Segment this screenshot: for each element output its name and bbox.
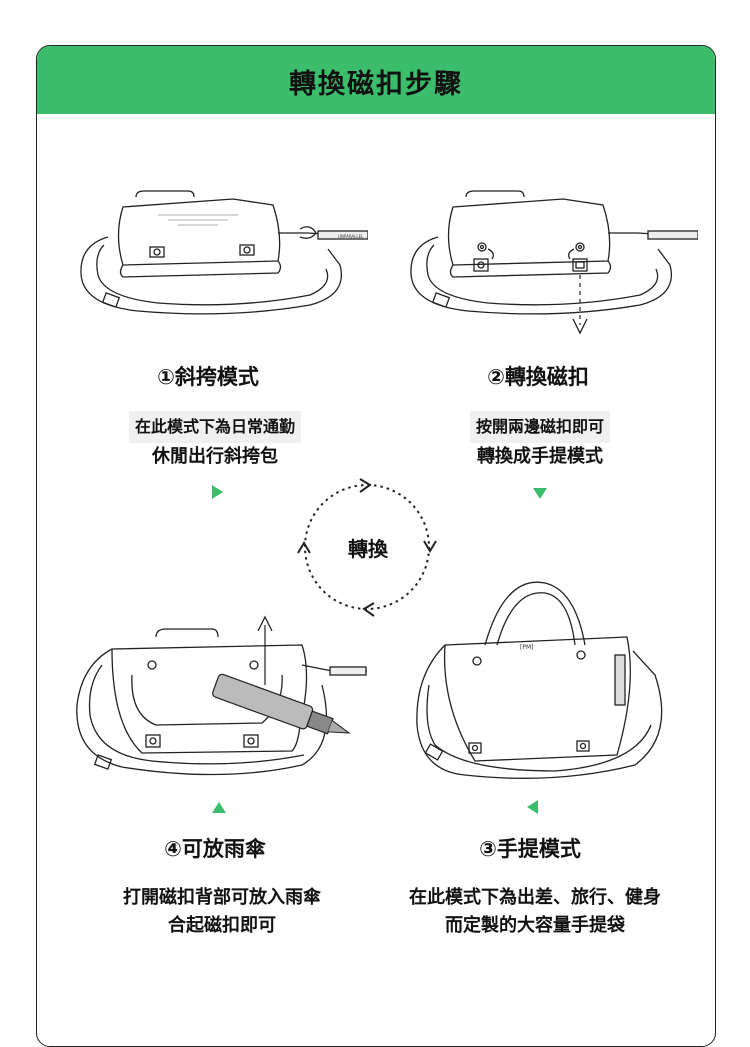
magnet-release-illustration xyxy=(410,190,698,335)
svg-text:[PM]: [PM] xyxy=(520,644,533,651)
step-1-description: 在此模式下為日常通勤 休閒出行斜挎包 xyxy=(90,411,340,471)
step-3-description: 在此模式下為出差、旅行、健身 而定製的大容量手提袋 xyxy=(409,887,661,936)
svg-text:UNPARALLEL: UNPARALLEL xyxy=(338,234,364,239)
step-1-title: ①斜挎模式 xyxy=(157,365,259,389)
triangle-pointer-icon xyxy=(212,802,226,813)
triangle-pointer-icon xyxy=(533,488,547,499)
page-title: 轉換磁扣步驟 xyxy=(289,69,463,100)
step-2-description: 按開兩邊磁扣即可 轉換成手提模式 xyxy=(415,411,665,471)
step-4-description: 打開磁扣背部可放入雨傘 合起磁扣即可 xyxy=(123,887,321,936)
step-4-title: ④可放雨傘 xyxy=(164,837,266,861)
triangle-pointer-icon xyxy=(212,485,223,499)
umbrella-storage-illustration xyxy=(76,615,367,776)
handbag-illustration: [PM] xyxy=(416,581,663,779)
step-3-title: ③手提模式 xyxy=(479,837,581,861)
triangle-pointer-icon xyxy=(527,800,538,814)
crossbody-bag-illustration: UNPARALLEL xyxy=(80,190,368,315)
header-banner: 轉換磁扣步驟 xyxy=(37,46,715,114)
cycle-arrows-icon xyxy=(297,478,437,617)
cycle-label: 轉換 xyxy=(348,537,388,561)
steps-card: 轉換磁扣步驟 xyxy=(36,45,716,1047)
step-2-title: ②轉換磁扣 xyxy=(487,365,589,389)
